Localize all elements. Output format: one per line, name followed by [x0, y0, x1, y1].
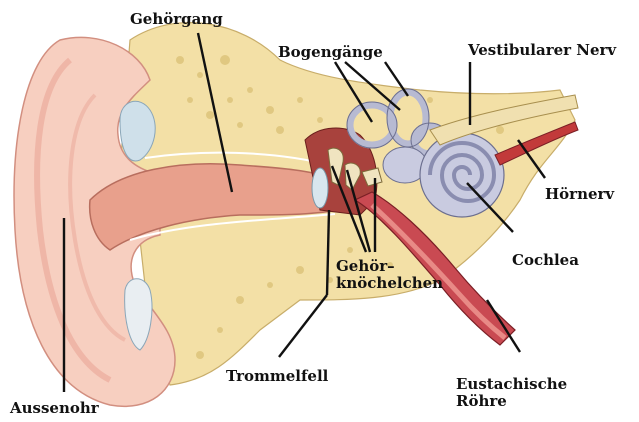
- label-aussenohr: Aussenohr: [10, 400, 99, 417]
- label-vestibularer-nerv: Vestibularer Nerv: [468, 42, 616, 59]
- label-cochlea: Cochlea: [512, 252, 579, 269]
- label-gehoerknoechelchen: Gehör– knöchelchen: [336, 258, 443, 292]
- label-trommelfell: Trommelfell: [226, 368, 328, 385]
- label-hoernerv: Hörnerv: [545, 186, 614, 203]
- label-eustachische-line1: Eustachische: [456, 376, 567, 393]
- label-eustachische-roehre: Eustachische Röhre: [456, 376, 567, 410]
- label-gehoerknoechelchen-line1: Gehör–: [336, 258, 443, 275]
- label-gehoerknoechelchen-line2: knöchelchen: [336, 275, 443, 292]
- label-gehoergang: Gehörgang: [130, 11, 223, 28]
- eardrum: [312, 168, 328, 208]
- label-eustachische-line2: Röhre: [456, 393, 567, 410]
- cochlea-shape: [420, 133, 504, 217]
- label-bogengaenge: Bogengänge: [278, 44, 383, 61]
